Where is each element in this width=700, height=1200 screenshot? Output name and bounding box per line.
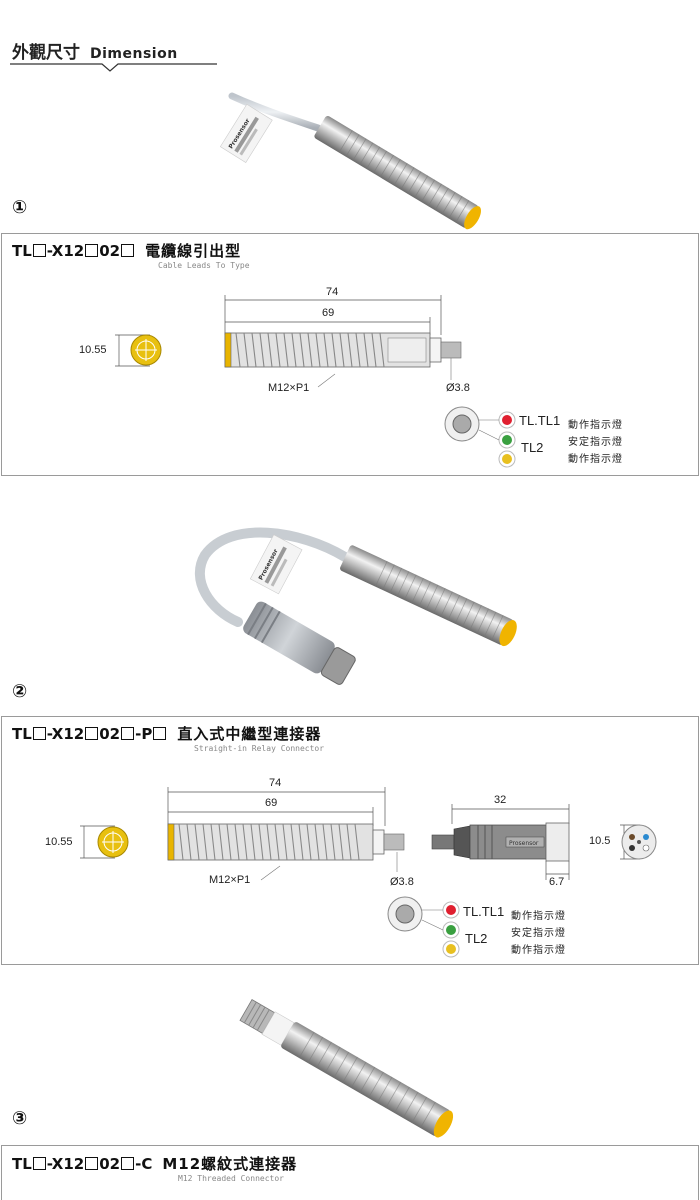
model-placeholder-box bbox=[32, 244, 46, 257]
dim-cable-diameter: Ø3.8 bbox=[446, 382, 470, 394]
dim-body-length: 69 bbox=[265, 797, 278, 809]
dim-connector-diameter: 10.5 bbox=[589, 835, 611, 847]
dim-cable-diameter: Ø3.8 bbox=[390, 876, 414, 888]
section-3-number: ③ bbox=[12, 1108, 28, 1129]
led-label-2: 安定指示燈 bbox=[568, 437, 623, 448]
page-title-zh: 外觀尺寸 bbox=[12, 43, 80, 63]
connector-brand-text: Prosensor bbox=[509, 840, 539, 847]
product-photo-relay-connector: Prosensor bbox=[194, 527, 517, 685]
dim-connector-length: 32 bbox=[494, 794, 507, 806]
model-placeholder-box bbox=[32, 727, 46, 740]
dim-body-length: 69 bbox=[322, 307, 335, 319]
product-photo-m12-sensor bbox=[239, 999, 454, 1138]
product-photo-cable-sensor: Prosensor bbox=[219, 92, 482, 230]
model-placeholder-box bbox=[85, 244, 99, 257]
led-line1: TL.TL1 bbox=[519, 413, 561, 428]
led-label-2: 安定指示燈 bbox=[511, 928, 566, 939]
dim-face-diameter: 10.55 bbox=[79, 344, 107, 356]
dim-face-diameter: 10.55 bbox=[45, 836, 73, 848]
dim-connector-tail: 6.7 bbox=[549, 876, 565, 888]
section-2-subtitle: Straight-in Relay Connector bbox=[194, 744, 325, 753]
dim-total-length: 74 bbox=[326, 286, 339, 298]
section-3-subtitle: M12 Threaded Connector bbox=[178, 1174, 284, 1183]
dim-thread: M12×P1 bbox=[268, 382, 310, 394]
model-placeholder-box bbox=[153, 727, 167, 740]
led-label-1: 動作指示燈 bbox=[568, 420, 623, 431]
page-title: 外觀尺寸 Dimension bbox=[12, 38, 178, 63]
model-placeholder-box bbox=[121, 727, 135, 740]
model-placeholder-box bbox=[85, 1157, 99, 1170]
section-2-drawing: Prosensor bbox=[80, 787, 657, 958]
section-1-drawing bbox=[115, 295, 516, 468]
model-placeholder-box bbox=[32, 1157, 46, 1170]
led-label-3: 動作指示燈 bbox=[568, 454, 623, 465]
header-underline bbox=[10, 63, 217, 72]
led-label-3: 動作指示燈 bbox=[511, 945, 566, 956]
section-1-number: ① bbox=[12, 197, 28, 218]
led-line2: TL2 bbox=[465, 931, 488, 946]
dim-thread: M12×P1 bbox=[209, 874, 251, 886]
led-line1: TL.TL1 bbox=[463, 904, 505, 919]
led-label-1: 動作指示燈 bbox=[511, 911, 566, 922]
section-2-number: ② bbox=[12, 681, 28, 702]
model-placeholder-box bbox=[121, 1157, 135, 1170]
dim-total-length: 74 bbox=[269, 777, 282, 789]
section-3-panel bbox=[1, 1145, 699, 1200]
section-1-subtitle: Cable Leads To Type bbox=[158, 261, 250, 270]
led-line2: TL2 bbox=[521, 440, 544, 455]
model-placeholder-box bbox=[121, 244, 135, 257]
model-placeholder-box bbox=[85, 727, 99, 740]
page-title-en: Dimension bbox=[90, 46, 178, 62]
